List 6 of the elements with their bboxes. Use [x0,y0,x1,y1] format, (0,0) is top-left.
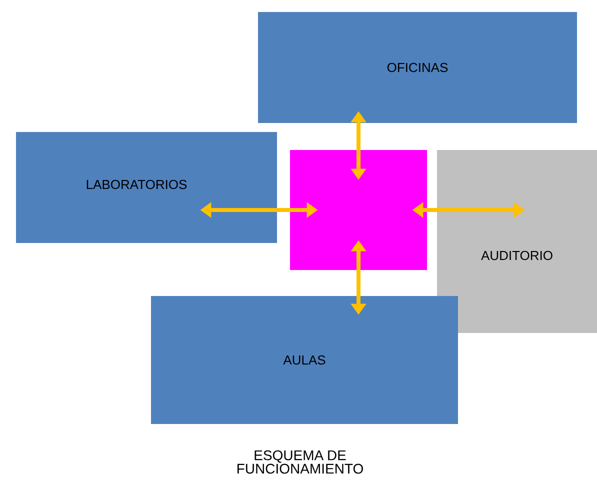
square [290,150,427,270]
caption: ESQUEMA DE FUNCIONAMIENTO [238,450,363,474]
room-box: AUDITORIO [437,150,597,333]
room-box: OFICINAS [258,12,577,123]
room-box: AULAS [151,296,458,424]
room-box: LABORATORIOS [16,132,277,243]
